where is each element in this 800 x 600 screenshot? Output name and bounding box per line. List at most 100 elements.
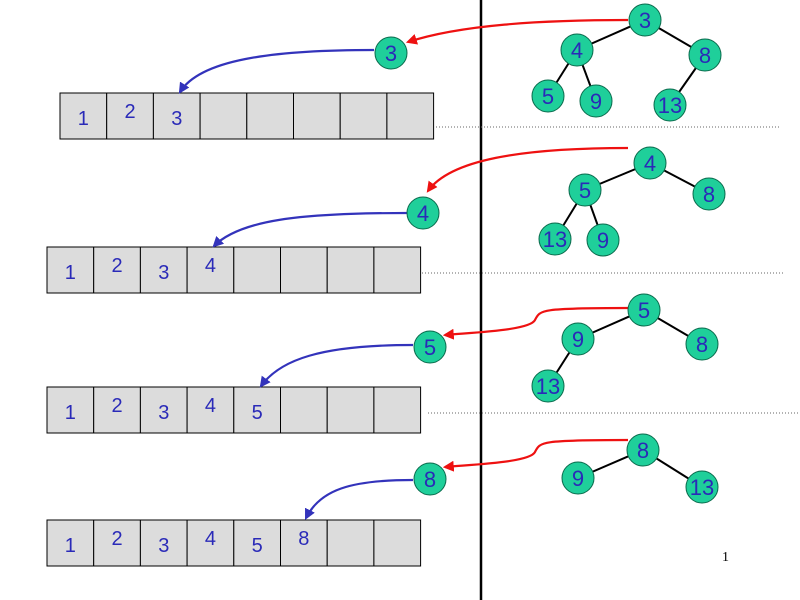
- array-cell-value: 3: [171, 108, 182, 130]
- array-cell: [373, 246, 422, 294]
- array-cell: [139, 246, 188, 294]
- place-arrow: [259, 343, 414, 388]
- array-cell-value: 1: [65, 402, 76, 424]
- step-2: 1 2 3 4 4 5 8 13 9 4: [46, 146, 785, 294]
- heap-node-value: 8: [699, 43, 711, 68]
- heap-node: [688, 38, 722, 72]
- heap-node: [531, 369, 565, 403]
- heap-node-value: 13: [536, 374, 560, 399]
- heap-node-value: 9: [572, 466, 584, 491]
- heap-node-value: 9: [572, 327, 584, 352]
- heap-node: [626, 433, 660, 467]
- heap-node-value: 8: [637, 438, 649, 463]
- array-cell: [373, 519, 422, 567]
- heap-node-value: 13: [690, 475, 714, 500]
- array-cell: [152, 92, 201, 140]
- array-cell: [106, 92, 154, 140]
- array-cell: [293, 92, 341, 140]
- removed-node-value: 3: [385, 41, 397, 66]
- array-cell: [199, 92, 248, 140]
- heap-node-value: 5: [579, 178, 591, 203]
- heap-node-value: 5: [542, 84, 554, 109]
- array-cell: [93, 386, 141, 434]
- array-cell-value: 4: [205, 255, 216, 277]
- array-cell-value: 3: [158, 262, 169, 284]
- heap-node: [692, 177, 726, 211]
- removed-node: [374, 36, 408, 70]
- array-cell: [186, 386, 235, 434]
- heap-node: [531, 79, 565, 113]
- array-cell-value: 4: [205, 395, 216, 417]
- heap-node: [568, 173, 602, 207]
- extract-arrow: [405, 18, 629, 45]
- array-cell: [386, 92, 435, 140]
- array-cell: [280, 386, 328, 434]
- array-cell-value: 4: [205, 528, 216, 550]
- array-cell: [46, 246, 95, 294]
- array-cell-value: 1: [78, 108, 89, 130]
- array-cell: [326, 246, 375, 294]
- array-cell-value: 5: [252, 535, 263, 557]
- extract-arrow: [442, 438, 629, 472]
- array-cell-value: 3: [158, 402, 169, 424]
- step-1: 1 2 3 3 4 8 5 9 13 3: [59, 3, 780, 140]
- heap-node: [685, 327, 719, 361]
- place-arrow: [212, 211, 408, 248]
- array-cell: [280, 246, 328, 294]
- array-cell-value: 5: [252, 402, 263, 424]
- array-cell-value: 8: [298, 528, 309, 550]
- heap-node: [633, 146, 667, 180]
- heap-node: [579, 84, 613, 118]
- step-3: 1 2 3 4 5 5 9 8 13 5: [46, 293, 800, 434]
- heap-node: [628, 3, 662, 37]
- heap-node-value: 3: [639, 8, 651, 33]
- array-cell-value: 2: [111, 255, 122, 277]
- heap-node-value: 13: [543, 227, 567, 252]
- heap-node: [561, 461, 595, 495]
- heap-node-value: 4: [644, 151, 656, 176]
- extract-arrow: [426, 146, 629, 193]
- removed-node-value: 8: [424, 467, 436, 492]
- removed-node-value: 4: [417, 201, 429, 226]
- array-cell: [373, 386, 422, 434]
- heap-node: [586, 223, 620, 257]
- heap-node: [653, 88, 687, 122]
- array-cell: [46, 386, 95, 434]
- array-cell: [246, 92, 295, 140]
- heap-node-value: 9: [597, 228, 609, 253]
- array-cell: [46, 519, 95, 567]
- removed-node: [406, 196, 440, 230]
- array-cell-value: 2: [111, 395, 122, 417]
- heap-node: [560, 33, 594, 67]
- heap-node-value: 8: [703, 182, 715, 207]
- heap-node-value: 4: [571, 38, 583, 63]
- heap-node: [685, 470, 719, 504]
- heap-node: [561, 322, 595, 356]
- heap-node-value: 13: [658, 93, 682, 118]
- heap-node-value: 8: [696, 332, 708, 357]
- array-cell-value: 2: [124, 101, 135, 123]
- array-cell: [326, 519, 375, 567]
- heap-node: [627, 293, 661, 327]
- array-cell: [186, 519, 235, 567]
- extract-arrow: [442, 306, 629, 340]
- heap-node-value: 5: [638, 298, 650, 323]
- heap-node: [538, 222, 572, 256]
- removed-node: [413, 462, 447, 496]
- array-cell-value: 2: [111, 528, 122, 550]
- array-cell-value: 1: [65, 262, 76, 284]
- array-cell: [186, 246, 235, 294]
- array-cell-value: 3: [158, 535, 169, 557]
- place-arrow: [178, 48, 375, 94]
- array-1: 1 2 3: [59, 92, 435, 140]
- array-cell: [233, 246, 282, 294]
- heap-node-value: 9: [590, 89, 602, 114]
- array-2: 1 2 3 4: [46, 246, 422, 294]
- removed-node-value: 5: [424, 335, 436, 360]
- array-cell: [339, 92, 388, 140]
- place-arrow: [305, 478, 414, 520]
